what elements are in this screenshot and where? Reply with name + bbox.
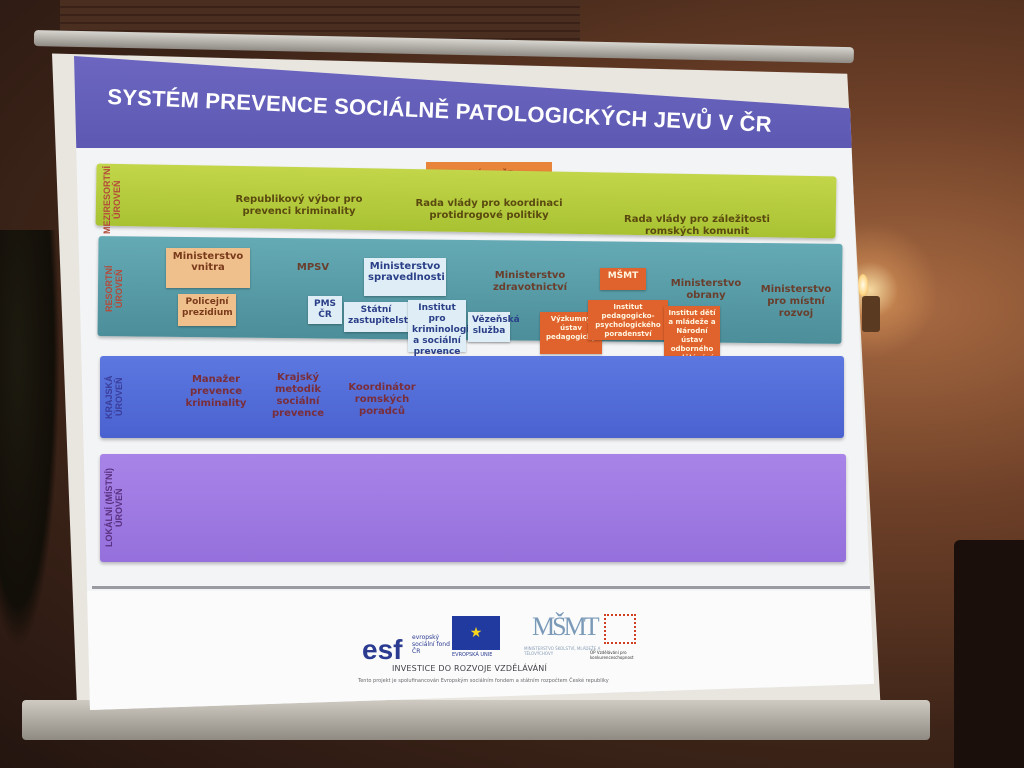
level-label-sectoral: RESORTNÍ ÚROVEŇ [104, 265, 124, 313]
mpsv-label: MPSV [296, 262, 330, 273]
op-logo-icon [604, 614, 636, 644]
state-prosecution-box: Státní zastupitelství [344, 302, 417, 332]
intersectoral-body: Rada vlády pro koordinaci protidrogové p… [415, 198, 563, 221]
msmt-logo-text: MINISTERSTVO ŠKOLSTVÍ, MLÁDEŽE A TĚLOVÝC… [524, 646, 601, 656]
investment-slogan: INVESTICE DO ROZVOJE VZDĚLÁVÁNÍ [392, 664, 548, 673]
level-label-local: LOKÁLNÍ (MÍSTNÍ) ÚROVEŇ [104, 468, 124, 548]
counselling-institute-box: Institut pedagogicko-psychologického por… [588, 300, 668, 340]
op-logo-text: OP Vzdělávání pro konkurenceschopnost [590, 650, 634, 660]
esf-logo: esf [362, 634, 403, 665]
msmt-logo: MŠMT [532, 612, 600, 641]
regional-role: Krajský metodik sociální prevence [271, 372, 324, 419]
police-presidium-box: Policejní prezidium [178, 294, 236, 326]
regional-band [100, 356, 844, 438]
chair [954, 540, 1024, 768]
eu-flag-icon: ★ [452, 616, 500, 650]
wall-lamp-base [862, 296, 880, 332]
local-band [100, 454, 846, 562]
regional-role: Koordinátor romských poradců [348, 382, 416, 417]
criminology-institute-box: Institut pro kriminologii a sociální pre… [408, 300, 472, 357]
ministry-health-label: Ministerstvo zdravotnictví [492, 270, 568, 293]
slide-divider [92, 586, 872, 589]
projected-slide: SYSTÉM PREVENCE SOCIÁLNĚ PATOLOGICKÝCH J… [74, 56, 874, 710]
ministry-regional-dev-label: Ministerstvo pro místní rozvoj [760, 284, 832, 319]
level-label-regional: KRAJSKÁ ÚROVEŇ [104, 375, 124, 419]
prison-service-box: Vězeňská služba [468, 312, 520, 342]
level-label-intersectoral: MEZIRESORTNÍ ÚROVEŇ [102, 166, 122, 235]
probation-service-box: PMS ČR [308, 296, 342, 324]
ministry-interior-box: Ministerstvo vnitra [166, 248, 250, 288]
cofinancing-note: Tento projekt je spolufinancován Evropsk… [358, 678, 609, 684]
plant [0, 230, 60, 650]
intersectoral-body: Republikový výbor pro prevenci kriminali… [235, 194, 363, 217]
intersectoral-body: Rada vlády pro záležitosti romských komu… [624, 214, 770, 237]
ministry-defence-label: Ministerstvo obrany [670, 278, 742, 301]
eu-label: EVROPSKÁ UNIE [452, 652, 493, 658]
msmt-box: MŠMT [600, 268, 646, 290]
regional-role: Manažer prevence kriminality [185, 374, 247, 409]
esf-logo-text: evropský sociální fond v ČR [412, 634, 456, 655]
ministry-justice-box: Ministerstvo spravedlnosti [364, 258, 446, 296]
wall-lamp-icon [858, 274, 868, 296]
